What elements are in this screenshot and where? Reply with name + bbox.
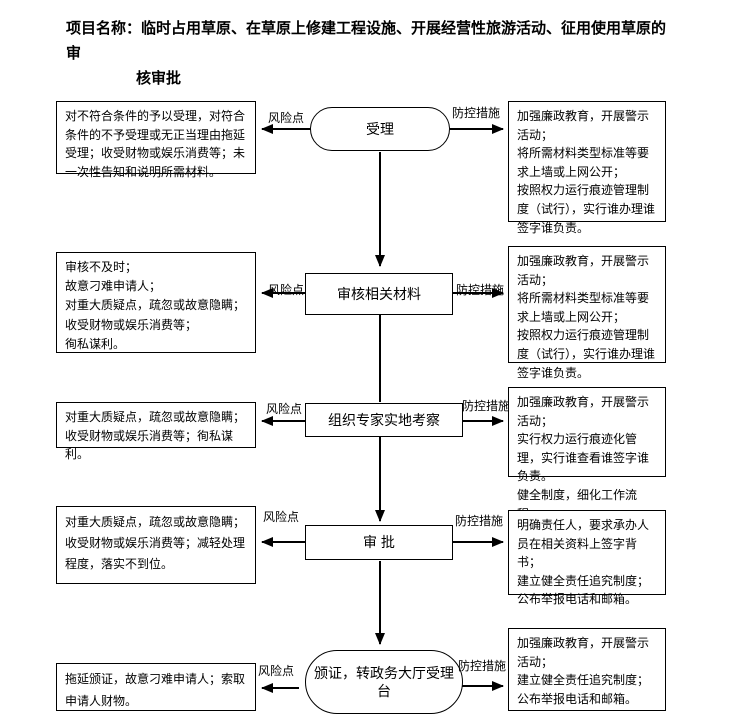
control-box-step1: 加强廉政教育，开展警示活动； 将所需材料类型标准等要求上墙或上网公开； 按照权力… [508,101,666,235]
control-label-step1: 防控措施 [452,106,501,120]
flow-node-approval: 审 批 [305,525,453,560]
page-title-line1: 项目名称：临时占用草原、在草原上修建工程设施、开展经营性旅游活动、征用使用草原的… [66,20,667,62]
risk-label-step2: 风险点 [268,283,305,297]
risk-box-step4: 对重大质疑点，疏忽或故意隐瞒；收受财物或娱乐消费等；减轻处理程度，落实不到位。 [56,506,256,584]
risk-label-step3: 风险点 [266,402,303,416]
page-title-line2: 核审批 [136,70,182,87]
flow-node-issue-certificate: 颁证，转政务大厅受理台 [305,650,463,714]
risk-box-step1: 对不符合条件的予以受理，对符合条件的不予受理或无正当理由拖延受理；收受财物或娱乐… [56,101,256,179]
control-box-step5: 加强廉政教育，开展警示活动； 建立健全责任追究制度； 公布举报电话和邮箱。 [508,628,666,711]
risk-box-step5: 拖延颁证，故意刁难申请人；索取申请人财物。 [56,663,256,711]
flow-node-accept: 受理 [310,107,450,151]
risk-label-step5: 风险点 [258,664,295,678]
risk-label-step1: 风险点 [268,111,305,125]
control-label-step3: 防控措施 [462,399,511,413]
flow-node-review-materials: 审核相关材料 [305,273,453,315]
control-box-step4: 明确责任人，要求承办人员在相关资料上签字背书； 建立健全责任追究制度； 公布举报… [508,510,666,606]
control-label-step4: 防控措施 [455,514,504,528]
control-label-step2: 防控措施 [456,283,505,297]
flow-node-expert-inspection: 组织专家实地考察 [305,403,463,437]
control-label-step5: 防控措施 [458,659,507,673]
control-box-step3: 加强廉政教育，开展警示活动； 实行权力运行痕迹化管理，实行谁查看谁签字谁负责。 … [508,387,666,521]
page-title: 项目名称：临时占用草原、在草原上修建工程设施、开展经营性旅游活动、征用使用草原的… [66,16,676,91]
risk-label-step4: 风险点 [263,510,300,524]
control-box-step2: 加强廉政教育，开展警示活动； 将所需材料类型标准等要求上墙或上网公开； 按照权力… [508,246,666,380]
risk-box-step2: 审核不及时； 故意刁难申请人； 对重大质疑点，疏忽或故意隐瞒； 收受财物或娱乐消… [56,252,256,353]
risk-box-step3: 对重大质疑点，疏忽或故意隐瞒；收受财物或娱乐消费等；徇私谋利。 [56,402,256,461]
